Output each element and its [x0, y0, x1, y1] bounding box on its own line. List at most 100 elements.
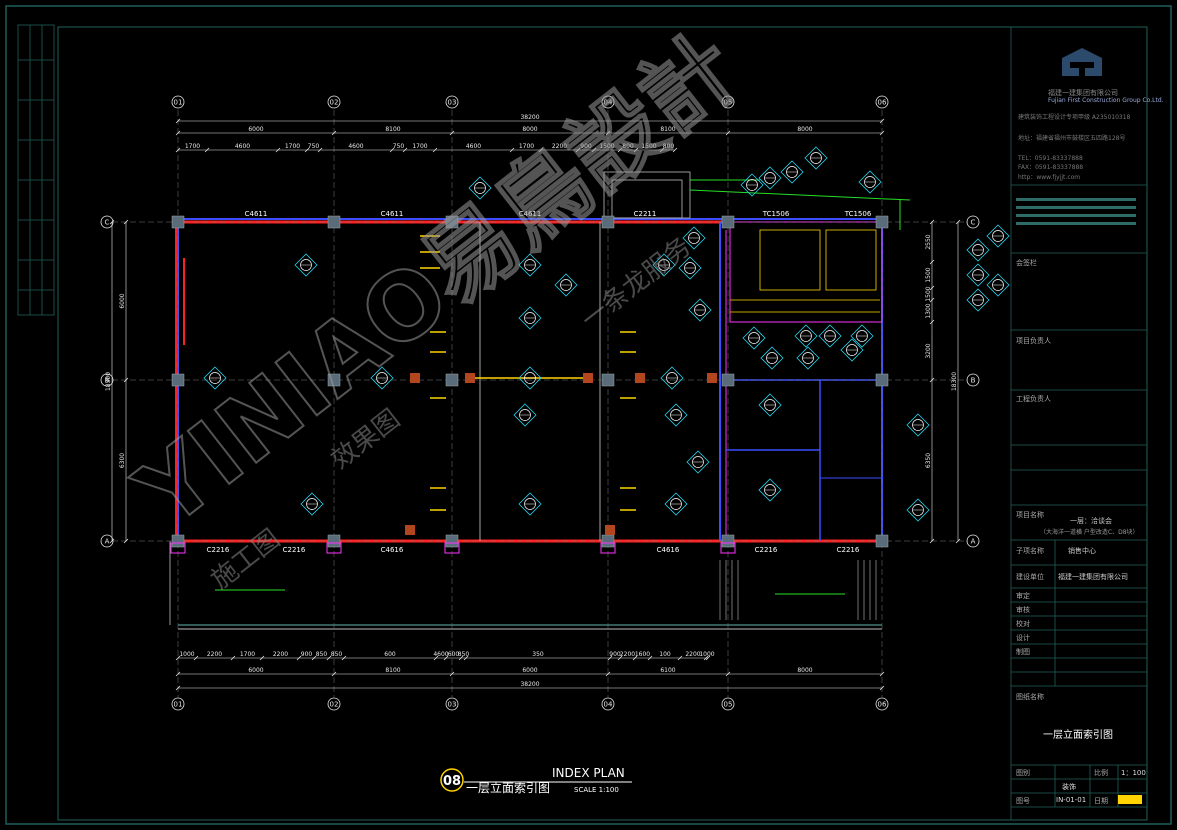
- structural-column: [721, 215, 735, 229]
- dim-bottom-detail-label: 350: [532, 651, 544, 658]
- structural-column: [171, 373, 185, 387]
- date-highlight: [1118, 795, 1142, 804]
- dim-top-detail-tick: [317, 147, 323, 153]
- dim-bottom-detail-tick: [607, 655, 613, 661]
- window-label-bottom: C2216: [837, 546, 860, 554]
- elevation-index-circle: [746, 179, 758, 191]
- tb-date-label: 日期: [1094, 797, 1108, 805]
- dim-bottom-detail-label: 2200: [273, 651, 288, 658]
- column-wrap: [410, 373, 420, 383]
- elevation-index-circle: [912, 419, 924, 431]
- dim-top-detail-tick: [659, 147, 665, 153]
- watermark: YINIAO易鳥設計 施工图 效果图 一条龙服务: [116, 13, 760, 596]
- dim-bottom-detail-label: 850: [316, 651, 328, 658]
- elevation-index-marker: [468, 176, 492, 200]
- tb-client-name: 福建一建集团有限公司: [1058, 573, 1128, 581]
- tb-company-en: Fujian First Construction Group Co.Ltd.: [1048, 97, 1164, 104]
- elevation-index-circle: [524, 312, 536, 324]
- dim-top-detail-label: 1700: [519, 143, 534, 150]
- dim-bottom-detail-label: 4600: [433, 651, 448, 658]
- structural-column: [875, 215, 889, 229]
- dim-bottom-detail-label: 2200: [620, 651, 635, 658]
- dim-top-bays-tick: [605, 130, 611, 136]
- tb-project-label: 项目名称: [1016, 511, 1044, 519]
- elevation-index-circle: [670, 498, 682, 510]
- elevation-index-marker: [850, 324, 874, 348]
- elevation-index-marker: [966, 263, 990, 287]
- elevation-index-marker: [660, 366, 684, 390]
- tb-sub-label: 子项名称: [1016, 547, 1044, 555]
- elevation-index-circle: [992, 230, 1004, 242]
- dim-bottom-detail-label: 1000: [179, 651, 194, 658]
- dim-top-bays-tick: [331, 130, 337, 136]
- title-block-frame: [1010, 26, 1148, 821]
- elevation-index-marker: [294, 253, 318, 277]
- dim-right-detail-label: 1300: [925, 303, 932, 318]
- structural-column: [327, 373, 341, 387]
- dim-top-bays-tick: [725, 130, 731, 136]
- dim-right-total-tick: [955, 219, 961, 225]
- axis-label: 01: [174, 99, 183, 107]
- dim-bottom-bays-label: 6000: [522, 667, 537, 674]
- index-markers: [203, 146, 1010, 522]
- caption-title-en: INDEX PLAN: [552, 766, 625, 780]
- elevation-index-marker: [986, 224, 1010, 248]
- dim-top-detail-label: 1500: [641, 143, 656, 150]
- dim-left-total-tick: [109, 219, 115, 225]
- tb-sheet-label: 图纸名称: [1016, 693, 1044, 701]
- dim-right-total-tick: [955, 538, 961, 544]
- dim-bottom-total-tick: [175, 685, 181, 691]
- elevation-index-marker: [818, 324, 842, 348]
- dim-bottom-bays-label: 6100: [660, 667, 675, 674]
- elevation-index-circle: [786, 166, 798, 178]
- dim-top-bays-tick: [879, 130, 885, 136]
- dim-bottom-detail-tick: [463, 655, 469, 661]
- elevation-index-marker: [758, 478, 782, 502]
- elevation-index-marker: [518, 306, 542, 330]
- columns: [170, 215, 889, 554]
- axis-bubble: [171, 697, 185, 711]
- dim-top-detail-tick: [432, 147, 438, 153]
- tb-code-label: 图号: [1016, 797, 1030, 805]
- axis-label: C: [105, 219, 110, 227]
- tb-company-cn: 福建一建集团有限公司: [1048, 89, 1118, 97]
- tb-project-name: 一层：洽谈会: [1070, 517, 1112, 525]
- structural-column: [171, 215, 185, 229]
- elevation-index-circle: [802, 352, 814, 364]
- window-label-bottom: C2216: [283, 546, 306, 554]
- elevation-index-circle: [376, 372, 388, 384]
- dim-top-detail-label: 900: [580, 143, 592, 150]
- dim-top-total-tick: [175, 118, 181, 124]
- structural-column: [875, 373, 889, 387]
- axis-label: 02: [330, 99, 339, 107]
- dim-bottom-detail-label: 600: [448, 651, 460, 658]
- axis-label: 05: [724, 701, 733, 709]
- elevation-index-circle: [666, 372, 678, 384]
- structural-column: [445, 534, 459, 548]
- tb-stage-value: 装饰: [1062, 783, 1076, 791]
- window-label-top: TC1506: [762, 210, 790, 218]
- dim-bottom-bays-tick: [449, 671, 455, 677]
- caption-number: 08: [443, 774, 461, 789]
- tb-sheet-name: 一层立面索引图: [1043, 730, 1113, 741]
- dim-bottom-bays-tick: [605, 671, 611, 677]
- dim-bottom-detail-tick: [341, 655, 347, 661]
- elevation-index-marker: [840, 338, 864, 362]
- axis-label: 03: [448, 701, 457, 709]
- dim-top-bays-label: 8100: [385, 126, 400, 133]
- dim-bottom-detail-tick: [259, 655, 265, 661]
- axis-bubble: [966, 215, 980, 229]
- elevation-index-marker: [518, 253, 542, 277]
- sheet-border: [5, 5, 1172, 825]
- elevation-index-marker: [370, 366, 394, 390]
- dim-bottom-total-label: 38200: [520, 681, 539, 688]
- dim-bottom-detail-label: 900: [301, 651, 313, 658]
- elevation-index-marker: [780, 160, 804, 184]
- dim-left-total-label: 18300: [105, 372, 112, 391]
- elevation-index-circle: [972, 294, 984, 306]
- tb-web: http：www.fjyjjt.com: [1018, 174, 1081, 181]
- elevation-index-circle: [972, 269, 984, 281]
- axis-bubble: [100, 373, 114, 387]
- tb-client-label: 建设单位: [1016, 573, 1044, 581]
